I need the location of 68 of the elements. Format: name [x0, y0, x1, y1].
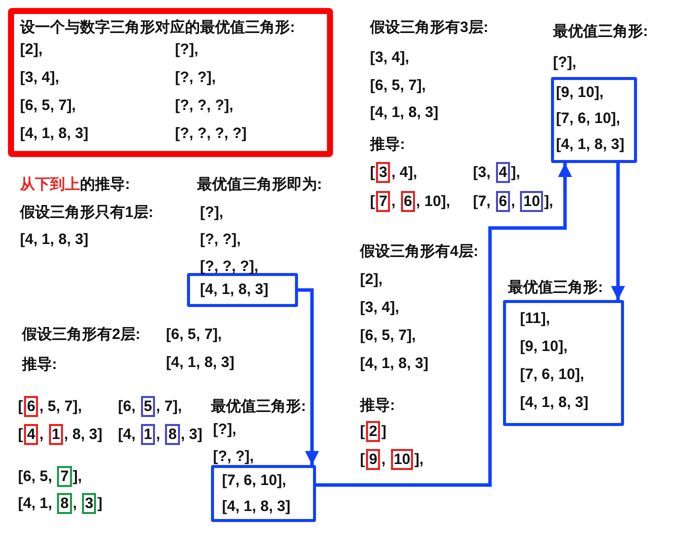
number-row: [3, 4], — [360, 298, 400, 318]
heading: 假设三角形只有1层: — [20, 203, 154, 223]
heading: 推导: — [360, 396, 395, 416]
heading: 假设三角形有2层: — [22, 325, 140, 345]
number-row: [4, 1, 8, 3] — [360, 354, 428, 374]
arrow — [611, 163, 625, 300]
number-row: [6, 5, 7], — [118, 397, 182, 417]
arrow — [298, 288, 319, 465]
number-row: [7, 6, 10], — [370, 192, 450, 212]
number-row: [?, ?, ?], — [200, 257, 258, 277]
number-row: [4, 1, 8, 3] — [200, 280, 268, 300]
heading: 最优值三角形: — [211, 397, 306, 417]
number-row: [4, 1, 8, 3] — [166, 353, 234, 373]
number-row: [6, 5, 7], — [18, 467, 82, 487]
number-row: [2], — [20, 40, 42, 60]
number-row: [4, 1, 8, 3] — [520, 393, 588, 413]
heading: 推导: — [370, 135, 405, 155]
number-row: [7, 6, 10], — [520, 365, 584, 385]
number-row: [2] — [360, 422, 386, 442]
number-row: [4, 1, 8, 3] — [20, 124, 88, 144]
heading: 假设三角形有4层: — [360, 242, 478, 262]
number-row: [9, 10], — [556, 83, 604, 103]
number-row: [?], — [553, 53, 576, 73]
number-row: [3, 4], — [370, 48, 410, 68]
heading: 的推导: — [80, 175, 130, 195]
number-row: [4, 1, 8, 3] — [18, 425, 102, 445]
heading: 最优值三角形即为: — [197, 175, 322, 195]
number-row: [6, 5, 7], — [18, 397, 82, 417]
number-row: [?, ?, ?, ?] — [175, 124, 247, 144]
number-row: [4, 1, 8, 3] — [118, 425, 202, 445]
heading: 推导: — [22, 355, 57, 375]
heading: 最优值三角形: — [553, 22, 648, 42]
number-row: [4, 1, 8, 3] — [556, 135, 624, 155]
number-row: [9, 10], — [520, 337, 568, 357]
arrow — [316, 163, 572, 487]
heading: 假设三角形有3层: — [370, 18, 488, 38]
number-row: [?], — [175, 40, 198, 60]
result-box — [503, 300, 624, 426]
number-row: [6, 5, 7], — [360, 326, 416, 346]
number-row: [2], — [360, 270, 382, 290]
framed-text-box — [8, 8, 333, 157]
number-row: [9, 10], — [360, 450, 424, 470]
number-row: [?, ?, ?], — [175, 96, 234, 116]
heading: 从下到上 — [20, 175, 80, 195]
number-row: [7, 6, 10], — [222, 471, 286, 491]
number-row: [3, 4], — [370, 163, 418, 183]
number-row: [?], — [213, 420, 236, 440]
result-box — [187, 273, 298, 307]
number-row: [4, 1, 8, 3] — [222, 497, 290, 517]
number-row: [?], — [200, 203, 224, 223]
number-row: [?, ?], — [213, 447, 254, 467]
number-row: [7, 6, 10], — [556, 109, 620, 129]
number-row: [7, 6, 10], — [473, 192, 554, 212]
number-row: [11], — [520, 309, 550, 329]
result-box — [551, 77, 637, 163]
number-row: [?, ?], — [175, 68, 216, 88]
number-row: [?, ?], — [200, 230, 241, 250]
number-row: [6, 5, 7], — [370, 76, 426, 96]
number-row: [6, 5, 7], — [20, 96, 76, 116]
number-row: [3, 4], — [473, 163, 520, 183]
heading: 最优值三角形: — [508, 278, 603, 298]
number-row: [3, 4], — [20, 68, 60, 88]
number-row: [4, 1, 8, 3] — [18, 494, 102, 514]
number-row: [4, 1, 8, 3] — [20, 230, 88, 250]
heading: 设一个与数字三角形对应的最优值三角形: — [20, 18, 295, 38]
number-row: [6, 5, 7], — [166, 325, 222, 345]
result-box — [211, 465, 316, 522]
number-row: [4, 1, 8, 3] — [370, 103, 438, 123]
